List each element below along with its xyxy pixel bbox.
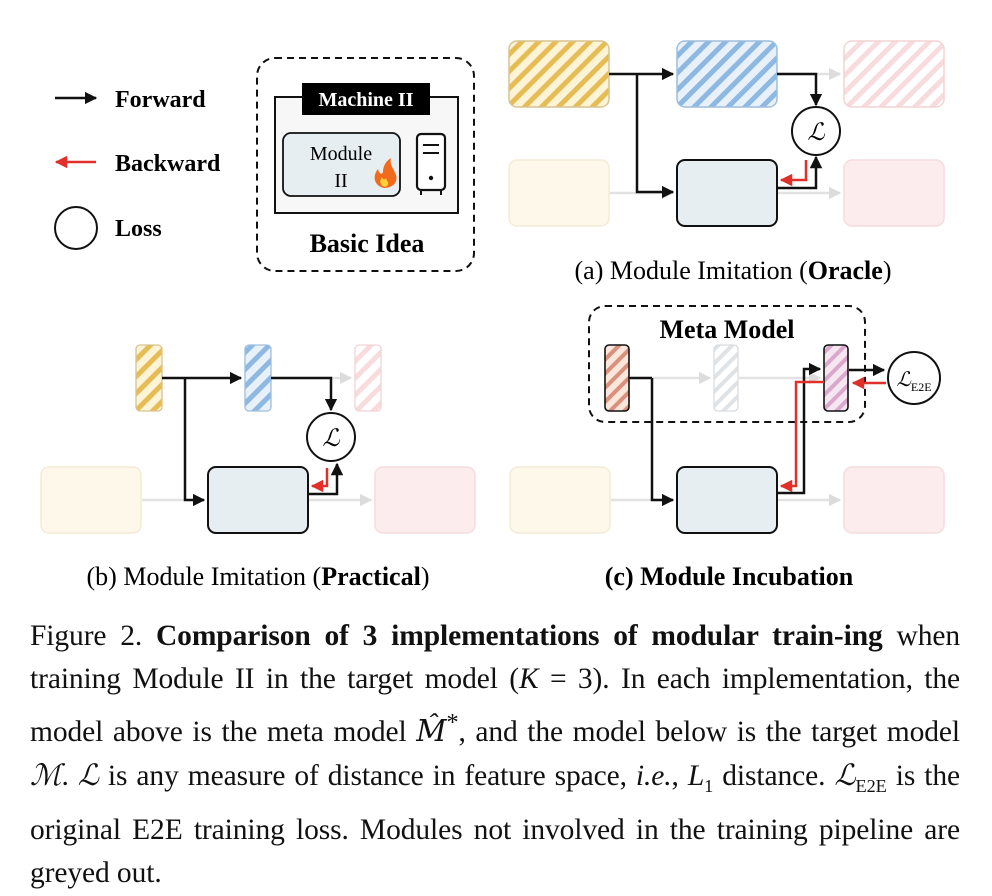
backward-arrow [779, 380, 824, 493]
meta-module-2-faded [713, 344, 739, 412]
loss-symbol: ℒ [322, 424, 340, 452]
target-module-2 [207, 466, 309, 534]
forward-arrow [650, 378, 675, 507]
meta-module-3 [823, 344, 849, 412]
loss-e2e-circle [887, 351, 941, 405]
panel-c: Meta Model ℒE2E (c) Module Incubation [509, 305, 945, 591]
target-module-2 [676, 159, 778, 227]
meta-model-box [588, 305, 866, 423]
backward-arrow [779, 160, 808, 187]
module-box [282, 132, 401, 197]
panel-c-caption: (c) Module Incubation [605, 562, 854, 591]
target-module-3-faded [843, 466, 945, 534]
module-label-line1: Module [310, 143, 372, 165]
fire-icon [374, 158, 397, 188]
loss-symbol: ℒ [807, 118, 825, 146]
meta-module-2 [676, 40, 778, 108]
meta-module-1 [135, 344, 163, 412]
forward-arrow [308, 462, 344, 496]
panel-b-caption: (b) Module Imitation (Practical) [87, 562, 430, 591]
figure-caption: Figure 2. Comparison of 3 implementation… [30, 620, 960, 889]
legend-loss: Loss [115, 216, 162, 242]
loss-circle [306, 412, 356, 462]
meta-module-2 [244, 344, 272, 412]
meta-module-3-faded [843, 40, 945, 108]
caption-bold-title: Comparison of 3 implementations of modul… [155, 620, 883, 652]
basic-idea-title: Basic Idea [310, 229, 425, 258]
meta-module-1 [508, 40, 610, 108]
legend: Forward Backward Loss [54, 87, 221, 250]
panel-b: ℒ (b) Module Imitation (Practical) [40, 344, 476, 591]
forward-arrow [183, 378, 206, 507]
loss-circle [791, 106, 841, 156]
meta-module-1 [604, 344, 630, 412]
meta-module-3-faded [354, 344, 382, 412]
loss-e2e-symbol: ℒE2E [896, 367, 931, 394]
figure-2-diagram: Forward Backward Loss Machine II Module … [40, 40, 945, 591]
loss-circle-icon [54, 206, 98, 250]
meta-model-label: Meta Model [659, 315, 794, 344]
target-module-3-faded [843, 159, 945, 227]
basic-idea-box: Machine II Module II Basic Idea [256, 57, 475, 272]
target-module-1-faded [508, 159, 610, 227]
forward-arrow [777, 155, 823, 190]
computer-tower-icon [415, 132, 447, 195]
legend-backward: Backward [115, 151, 221, 177]
forward-arrow [777, 72, 823, 107]
module-label-line2: II [334, 170, 347, 192]
target-module-3-faded [374, 466, 476, 534]
figure-label: Figure 2. [30, 620, 143, 652]
panel-a-caption: (a) Module Imitation (Oracle) [575, 256, 892, 285]
forward-arrow [777, 362, 822, 495]
legend-forward: Forward [115, 87, 206, 113]
backward-arrow [310, 468, 329, 493]
machine-label-bg [302, 83, 430, 115]
machine-label: Machine II [319, 89, 414, 111]
forward-arrow [635, 74, 675, 199]
target-module-1-faded [40, 466, 142, 534]
target-module-2 [676, 466, 778, 534]
target-module-1-faded [509, 466, 611, 534]
panel-a: ℒ (a) Module Imitation (Oracle) [508, 40, 945, 285]
forward-arrow [271, 376, 338, 412]
